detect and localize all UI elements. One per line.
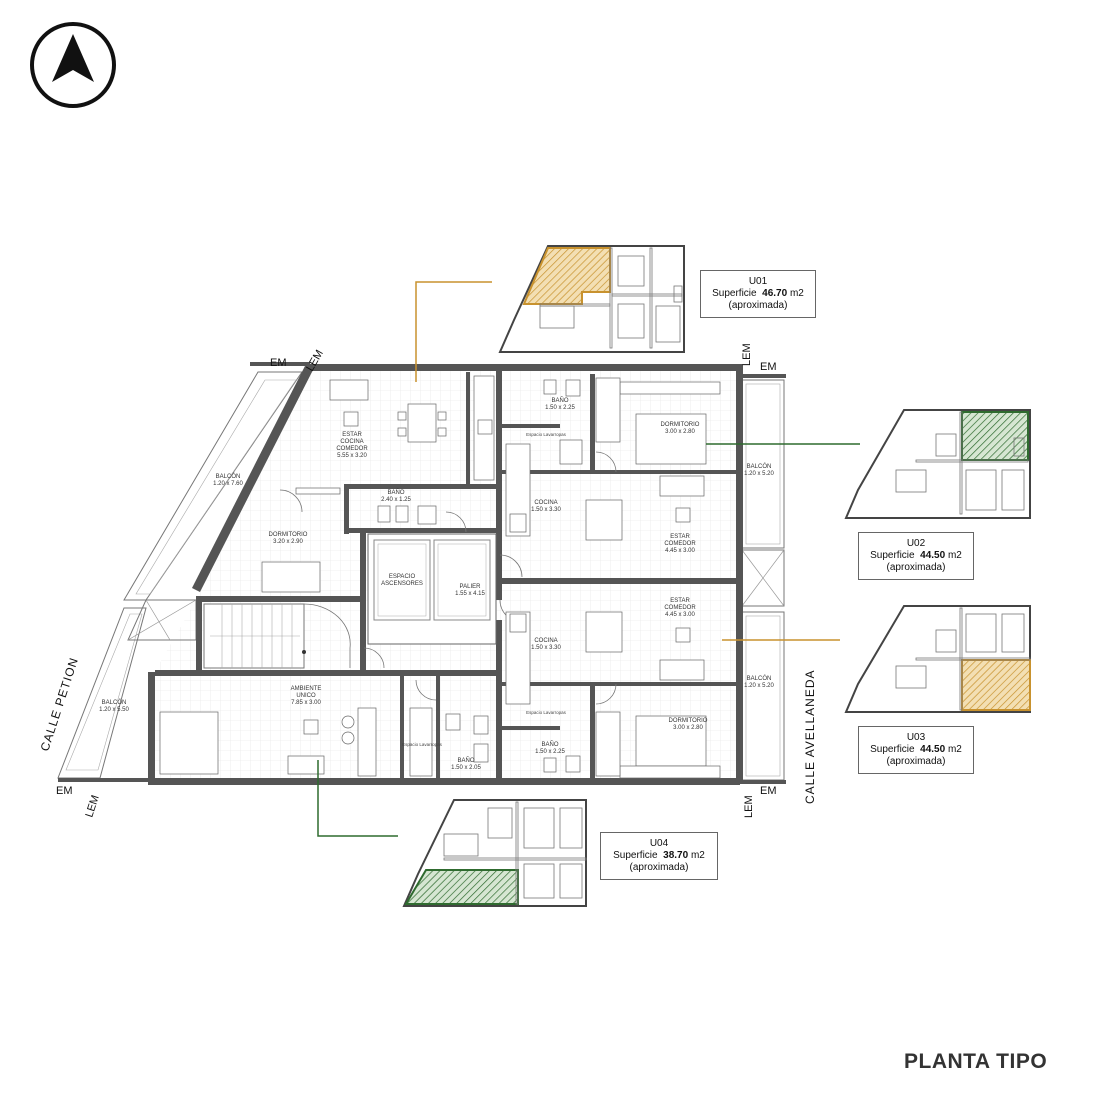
main-plan <box>57 362 786 785</box>
unit-area-value: 44.50 <box>920 550 946 561</box>
unit-area-label: Superficie <box>870 550 915 561</box>
unit-code: U01 <box>748 276 768 287</box>
em-marker-bottom-right: EM <box>760 785 777 797</box>
unit-area-value: 44.50 <box>920 744 946 755</box>
north-arrow-icon <box>30 22 116 108</box>
unit-code: U02 <box>906 538 926 549</box>
lem-marker-bottom-left: LEM <box>83 794 101 819</box>
lem-marker-bottom-right: LEM <box>743 795 755 818</box>
unit-note: (aproximada) <box>886 756 946 767</box>
leader-lines <box>317 281 860 837</box>
key-plan-u01 <box>498 245 685 353</box>
unit-info-u01: U01 Superficie 46.70 m2 (aproximada) <box>700 270 816 318</box>
laundry-label-u02: Espacio Lavarropas <box>526 432 567 437</box>
unit-info-u04: U04 Superficie 38.70 m2 (aproximada) <box>600 832 718 880</box>
key-plan-u04 <box>402 799 587 907</box>
lem-marker-top-right: LEM <box>741 343 753 366</box>
em-marker-bottom-left: EM <box>56 785 73 797</box>
unit-area-unit: m2 <box>947 550 962 561</box>
unit-area-value: 46.70 <box>762 288 788 299</box>
unit-info-u03: U03 Superficie 44.50 m2 (aproximada) <box>858 726 974 774</box>
unit-area-label: Superficie <box>870 744 915 755</box>
unit-area-unit: m2 <box>690 850 705 861</box>
street-label-right: CALLE AVELLANEDA <box>803 669 817 804</box>
unit-area-label: Superficie <box>712 288 757 299</box>
unit-area-line: Superficie 38.70 m2 <box>601 850 717 862</box>
unit-area-unit: m2 <box>947 744 962 755</box>
unit-area-label: Superficie <box>613 850 658 861</box>
laundry-label-u03: Espacio Lavarropas <box>526 710 567 715</box>
laundry-label-u04: Espacio Lavarropas <box>402 742 443 747</box>
unit-code: U04 <box>649 838 669 849</box>
key-plan-u02 <box>844 409 1031 519</box>
street-label-left: CALLE PETION <box>38 655 82 753</box>
unit-area-line: Superficie 44.50 m2 <box>859 744 973 756</box>
unit-note: (aproximada) <box>629 862 689 873</box>
unit-note: (aproximada) <box>728 300 788 311</box>
plan-title: PLANTA TIPO <box>904 1050 1048 1073</box>
unit-area-line: Superficie 44.50 m2 <box>859 550 973 562</box>
key-plan-u03 <box>844 605 1031 713</box>
em-marker-top-right: EM <box>760 361 777 373</box>
unit-info-u02: U02 Superficie 44.50 m2 (aproximada) <box>858 532 974 580</box>
boundary-markers: EM LEM LEM EM EM LEM LEM EM <box>56 343 777 819</box>
em-marker-top-left: EM <box>270 357 287 369</box>
unit-area-unit: m2 <box>789 288 804 299</box>
unit-note: (aproximada) <box>886 562 946 573</box>
unit-code: U03 <box>906 732 926 743</box>
unit-area-value: 38.70 <box>663 850 689 861</box>
unit-area-line: Superficie 46.70 m2 <box>701 288 815 300</box>
